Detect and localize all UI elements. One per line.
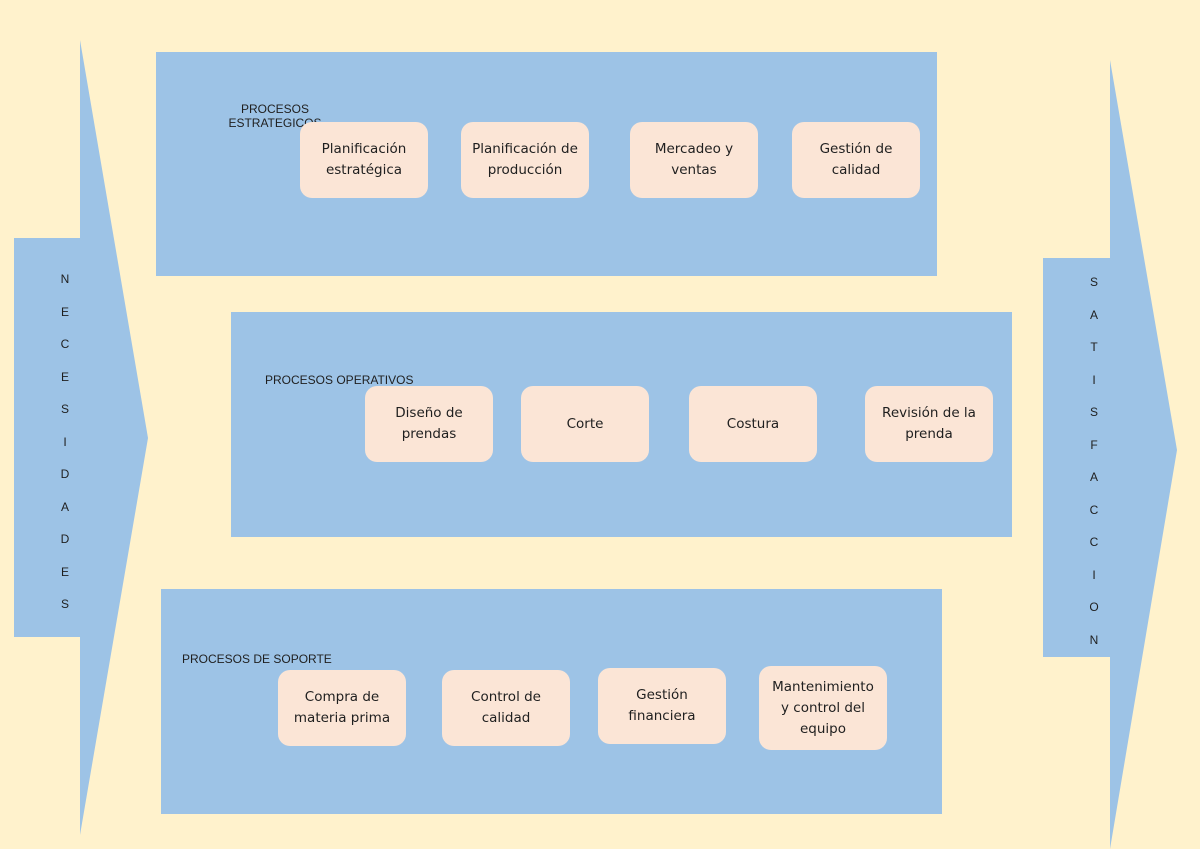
support-processes-label: PROCESOS DE SOPORTE — [182, 652, 332, 666]
process-box-revision-prenda: Revisión de la prenda — [865, 386, 993, 462]
left-arrow-shape — [14, 40, 148, 835]
letter: C — [1089, 535, 1099, 549]
process-box-mercadeo-ventas: Mercadeo y ventas — [630, 122, 758, 198]
process-box-corte: Corte — [521, 386, 649, 462]
letter: S — [1089, 275, 1098, 289]
letter: D — [60, 532, 70, 546]
letter: E — [60, 304, 69, 319]
process-box-costura: Costura — [689, 386, 817, 462]
process-box-gestion-financiera: Gestión financiera — [598, 668, 726, 744]
operative-processes-label: PROCESOS OPERATIVOS — [265, 373, 414, 387]
letter: O — [1089, 600, 1099, 614]
right-arrow-text: S A T I S F A C C I O N — [1087, 275, 1101, 665]
letter: C — [1089, 502, 1099, 517]
letter: S — [60, 402, 69, 416]
letter: S — [60, 597, 69, 611]
letter: E — [60, 369, 69, 384]
process-box-mantenimiento-equipo: Mantenimiento y control del equipo — [759, 666, 887, 750]
letter: I — [1092, 567, 1096, 582]
process-box-control-calidad: Control de calidad — [442, 670, 570, 746]
process-box-planificacion-estrategica: Planificación estratégica — [300, 122, 428, 198]
letter: C — [60, 337, 70, 351]
process-box-diseno-prendas: Diseño de prendas — [365, 386, 493, 462]
strategic-processes-label: PROCESOS ESTRATEGICOS — [228, 102, 322, 130]
letter: I — [63, 434, 67, 449]
letter: S — [1089, 405, 1098, 419]
letter: T — [1090, 340, 1098, 354]
letter: F — [1090, 437, 1098, 452]
right-arrow-shape — [1043, 60, 1177, 849]
letter: I — [1092, 372, 1096, 387]
process-box-compra-materia-prima: Compra de materia prima — [278, 670, 406, 746]
letter: A — [60, 499, 69, 514]
left-arrow-text: N E C E S I D A D E S — [58, 272, 72, 630]
letter: N — [60, 272, 70, 286]
letter: A — [1089, 307, 1098, 322]
process-box-planificacion-produccion: Planificación de producción — [461, 122, 589, 198]
letter: D — [60, 467, 70, 481]
letter: N — [1089, 632, 1099, 647]
letter: A — [1089, 470, 1098, 484]
process-box-gestion-calidad: Gestión de calidad — [792, 122, 920, 198]
letter: E — [60, 564, 69, 579]
